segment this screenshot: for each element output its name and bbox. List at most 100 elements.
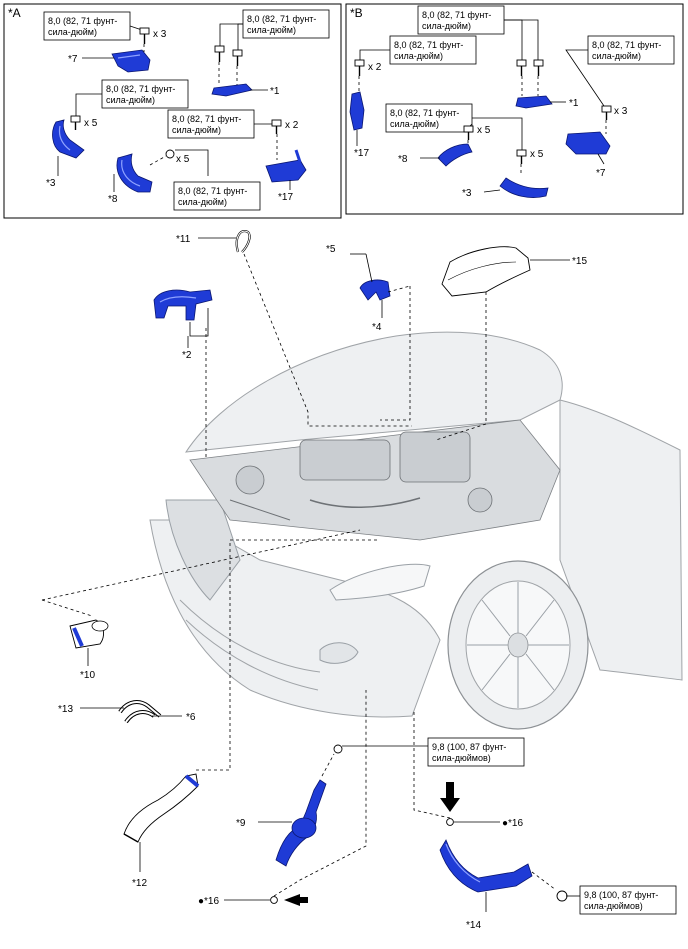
arrow-left-icon bbox=[284, 894, 308, 906]
quantity-label: x 2 bbox=[368, 62, 382, 73]
quantity-label: x 2 bbox=[285, 120, 299, 131]
bolt-icon bbox=[333, 744, 343, 754]
bolt-icon bbox=[446, 818, 454, 826]
callout-10: *10 bbox=[80, 670, 95, 681]
part-17-bracket: *17 bbox=[349, 91, 369, 159]
quantity-label: x 5 bbox=[176, 154, 190, 165]
torque-box-b2: 8,0 (82, 71 фунт- сила-дюйм) x 2 bbox=[354, 35, 477, 92]
quantity-label: x 5 bbox=[530, 149, 544, 160]
callout-16: ●*16 bbox=[502, 818, 523, 829]
callout-1: *1 bbox=[270, 86, 280, 97]
bolt-icon bbox=[556, 890, 568, 902]
torque-box-a1: 8,0 (82, 71 фунт- сила-дюйм) x 3 bbox=[43, 11, 167, 44]
torque-label-line2: сила-дюйм) bbox=[422, 21, 471, 31]
panel-b: *B 8,0 (82, 71 фунт- сила-дюйм) 8,0 (82,… bbox=[345, 3, 684, 215]
bolt-icon bbox=[271, 119, 282, 134]
torque-box-b1: 8,0 (82, 71 фунт- сила-дюйм) bbox=[417, 5, 544, 96]
callout-5: *5 bbox=[326, 244, 336, 255]
callout-17: *17 bbox=[278, 192, 293, 203]
callout-7: *7 bbox=[68, 54, 78, 65]
bolt-icon bbox=[214, 45, 225, 62]
torque-label-line2: сила-дюйм) bbox=[48, 27, 97, 37]
bolt-icon bbox=[463, 125, 474, 140]
quantity-label: x 3 bbox=[614, 106, 628, 117]
part-1-bracket: *1 bbox=[211, 83, 280, 97]
torque-label-line1: 8,0 (82, 71 фунт- bbox=[422, 10, 491, 20]
callout-11: *11 bbox=[176, 234, 191, 245]
callout-3: *3 bbox=[462, 188, 472, 199]
engine-components bbox=[229, 431, 493, 521]
callout-2: *2 bbox=[182, 350, 192, 361]
callout-16: ●*16 bbox=[198, 896, 219, 907]
panel-a-title: *A bbox=[8, 6, 21, 20]
part-9-hose: *9 bbox=[236, 744, 410, 867]
car-body-side bbox=[559, 399, 683, 681]
callout-9: *9 bbox=[236, 818, 246, 829]
part-14-hose: *14 bbox=[439, 839, 580, 931]
torque-label-line1: 8,0 (82, 71 фунт- bbox=[390, 108, 459, 118]
part-7-bracket: *7 bbox=[68, 44, 151, 73]
panel-b-title: *B bbox=[350, 6, 363, 20]
bolt-icon bbox=[516, 149, 527, 164]
torque-box-a2: 8,0 (82, 71 фунт- сила-дюйм) bbox=[214, 9, 330, 86]
fog-lamp bbox=[319, 642, 359, 664]
bolt-icon bbox=[354, 59, 365, 76]
part-3-duct: *3 bbox=[462, 177, 549, 199]
front-wheel bbox=[447, 560, 589, 730]
torque-label-line2: сила-дюйм) bbox=[394, 51, 443, 61]
torque-label-line1: 8,0 (82, 71 фунт- bbox=[106, 84, 175, 94]
torque-box-b3: 8,0 (82, 71 фунт- сила-дюйм) x 3 bbox=[565, 35, 675, 134]
torque-label-line1: 9,8 (100, 87 фунт- bbox=[432, 742, 506, 752]
clip-16-left: ●*16 bbox=[198, 690, 367, 907]
headlight bbox=[329, 563, 431, 601]
torque-box-a3: 8,0 (82, 71 фунт- сила-дюйм) x 5 bbox=[70, 79, 189, 130]
torque-box-main-2: 9,8 (100, 87 фунт- сила-дюймов) bbox=[579, 885, 677, 915]
torque-label-line1: 8,0 (82, 71 фунт- bbox=[592, 40, 661, 50]
torque-label-line2: сила-дюйм) bbox=[172, 125, 221, 135]
part-4-bracket: *5 *4 bbox=[326, 244, 411, 421]
bolt-icon bbox=[139, 27, 150, 44]
callout-1: *1 bbox=[569, 98, 579, 109]
callout-3: *3 bbox=[46, 178, 56, 189]
callout-14: *14 bbox=[466, 920, 481, 931]
part-17-bracket: *17 bbox=[265, 149, 307, 203]
callout-13: *13 bbox=[58, 704, 73, 715]
torque-box-a4: 8,0 (82, 71 фунт- сила-дюйм) x 2 bbox=[167, 109, 299, 160]
part-12-hose: *12 bbox=[123, 539, 380, 889]
torque-label-line2: сила-дюймов) bbox=[432, 753, 491, 763]
torque-label-line2: сила-дюйм) bbox=[592, 51, 641, 61]
bolt-icon bbox=[516, 59, 527, 76]
torque-box-frame bbox=[43, 11, 131, 41]
torque-label-line2: сила-дюймов) bbox=[584, 901, 643, 911]
bolt-icon bbox=[601, 105, 612, 120]
quantity-label: x 5 bbox=[477, 125, 491, 136]
callout-8: *8 bbox=[108, 194, 118, 205]
torque-label-line1: 8,0 (82, 71 фунт- bbox=[172, 114, 241, 124]
callout-8: *8 bbox=[398, 154, 408, 165]
vehicle-illustration bbox=[149, 331, 683, 730]
part-3-duct: *3 bbox=[46, 119, 85, 189]
callout-4: *4 bbox=[372, 322, 382, 333]
panel-b-frame bbox=[345, 3, 684, 215]
part-11-hose: *11 bbox=[176, 230, 412, 427]
callout-6: *6 bbox=[186, 712, 196, 723]
torque-label-line1: 8,0 (82, 71 фунт- bbox=[394, 40, 463, 50]
grille bbox=[165, 499, 241, 601]
part-7-bracket: *7 bbox=[565, 131, 611, 179]
quantity-label: x 3 bbox=[153, 29, 167, 40]
arrow-down-icon bbox=[440, 782, 460, 812]
torque-label-line1: 8,0 (82, 71 фунт- bbox=[178, 186, 247, 196]
part-10-air-intake: *10 bbox=[41, 529, 361, 681]
bolt-icon bbox=[165, 149, 175, 159]
part-2-hoses: *2 bbox=[153, 289, 213, 458]
bolt-icon bbox=[232, 49, 243, 66]
bolt-icon bbox=[533, 59, 544, 76]
part-6-hoses: *13 *6 bbox=[58, 700, 196, 724]
bolt-icon bbox=[70, 115, 81, 130]
callout-15: *15 bbox=[572, 256, 587, 267]
torque-label-line1: 9,8 (100, 87 фунт- bbox=[584, 890, 658, 900]
callout-7: *7 bbox=[596, 168, 606, 179]
hood bbox=[185, 331, 563, 453]
torque-box-main-1: 9,8 (100, 87 фунт- сила-дюймов) bbox=[410, 737, 525, 767]
